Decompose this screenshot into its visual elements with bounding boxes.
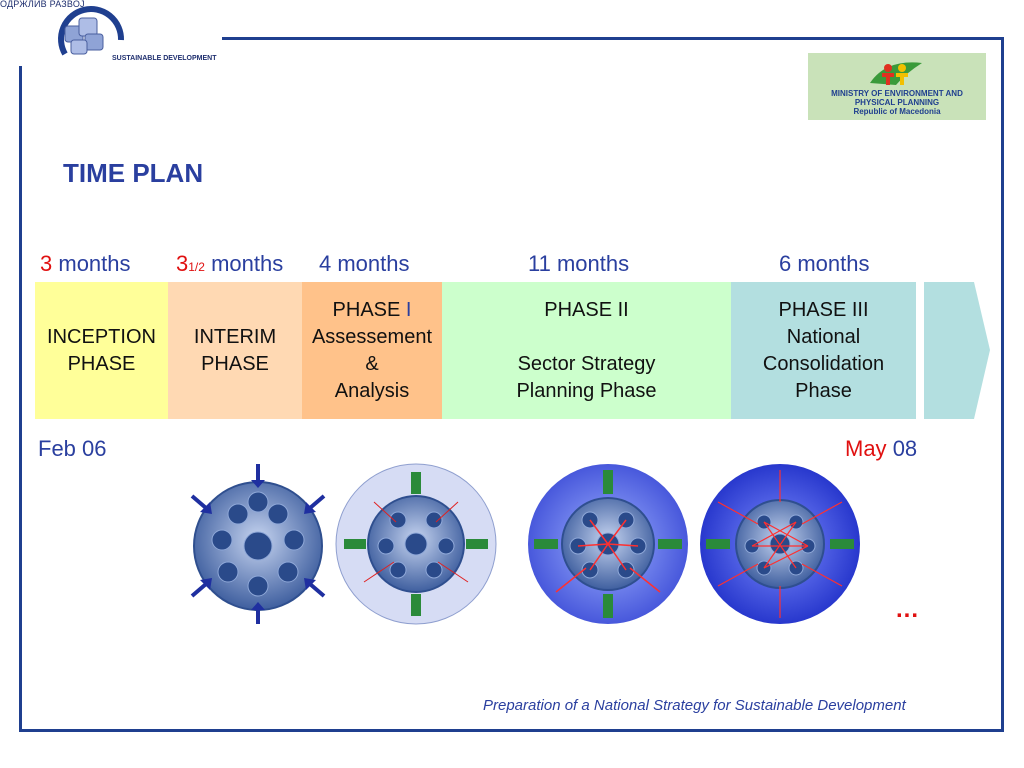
phase-3: PHASE III National Consolidation Phase	[731, 282, 916, 419]
phase-interim: INTERIM PHASE	[168, 282, 302, 419]
diagram-stage-4	[700, 464, 860, 624]
phase-inception-line-2: PHASE	[67, 352, 136, 375]
duration-interim-number: 3	[176, 251, 189, 276]
phase-1-line-1: Assessement	[311, 326, 433, 348]
continuation-ellipsis: ...	[896, 596, 920, 623]
phase-2-title: PHASE II	[544, 299, 629, 321]
phase-1-line-2: &	[365, 353, 379, 375]
frame-bottom-line	[19, 729, 1003, 732]
diagram-stage-3	[528, 464, 688, 624]
phase-3-line-3: Consolidation	[762, 353, 885, 375]
ministry-figures-icon	[870, 62, 922, 85]
duration-inception: 3 months	[40, 251, 131, 277]
frame-top-line	[222, 37, 1004, 40]
duration-inception-number: 3	[40, 251, 53, 276]
ministry-line-2: PHYSICAL PLANNING	[854, 98, 940, 107]
diagram-stage-1	[190, 464, 326, 624]
phase-1-title-prefix: PHASE	[332, 299, 406, 321]
puzzle-globe-icon	[58, 6, 125, 56]
ministry-line-3: Republic of Macedonia	[853, 107, 941, 116]
ministry-line-1: MINISTRY OF ENVIRONMENT AND	[831, 89, 963, 98]
phase-3-line-2: National	[786, 326, 861, 348]
end-date-year: 08	[892, 436, 918, 461]
phase-1-line-3: Analysis	[334, 380, 410, 402]
logo-top-text: ОДРЖЛИВ РАЗВОЈ	[0, 0, 85, 9]
diagram-stage-2	[335, 463, 497, 625]
footer-caption: Preparation of a National Strategy for S…	[483, 697, 906, 714]
logo-caption: SUSTAINABLE DEVELOPMENT	[112, 55, 217, 62]
phase-2: PHASE II Sector Strategy Planning Phase	[442, 282, 731, 419]
end-date: May 08	[845, 436, 917, 462]
phase-inception: INCEPTION PHASE	[35, 282, 168, 419]
timeline-arrow-icon	[924, 282, 990, 419]
ministry-text: MINISTRY OF ENVIRONMENT AND PHYSICAL PLA…	[808, 89, 986, 116]
duration-interim: 31/2 months	[176, 251, 283, 277]
phase-interim-line-2: PHASE	[201, 352, 269, 375]
phase-interim-line-1: INTERIM	[193, 325, 277, 348]
duration-inception-unit: months	[58, 251, 131, 276]
duration-interim-fraction: 1/2	[188, 260, 205, 274]
phase-3-line-4: Phase	[795, 380, 852, 402]
phase-2-line-2: Planning Phase	[516, 380, 657, 402]
frame-left-line	[19, 66, 22, 732]
phase-1-title-roman: I	[405, 299, 412, 321]
page-title: TIME PLAN	[63, 158, 204, 188]
duration-phase-3: 6 months	[779, 251, 870, 276]
start-date: Feb 06	[38, 436, 107, 461]
phase-inception-line-1: INCEPTION	[47, 325, 156, 348]
phase-2-line-1: Sector Strategy	[517, 353, 656, 375]
duration-interim-unit: months	[211, 251, 284, 276]
sustainable-development-logo: ОДРЖЛИВ РАЗВОЈ SUSTAINABLE DEVELOPMENT	[0, 0, 230, 72]
phase-1-title: PHASE I	[333, 297, 412, 324]
ministry-logo: MINISTRY OF ENVIRONMENT AND PHYSICAL PLA…	[808, 53, 986, 120]
phase-3-line-1: PHASE III	[778, 299, 869, 321]
end-date-month: May	[845, 436, 887, 461]
duration-phase-1: 4 months	[319, 251, 410, 276]
frame-right-line	[1001, 37, 1004, 732]
phase-1: PHASE I Assessement & Analysis	[302, 282, 442, 419]
duration-phase-2: 11 months	[528, 251, 630, 276]
